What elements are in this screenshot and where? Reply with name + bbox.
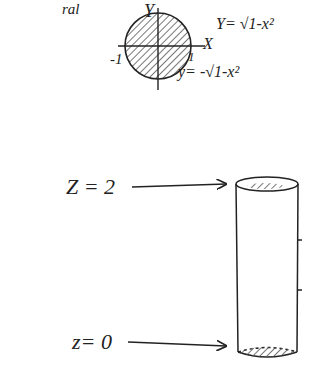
tick-value: -1 [110,52,123,67]
axis-name: X [203,36,213,52]
tick-value: 1 [188,50,195,63]
partial-heading: ral [62,2,80,17]
curve-equation: Y= √1-x² [216,16,274,32]
cylinder [236,177,302,357]
curve-equation: y= -√1-x² [178,64,239,80]
height-label: Z = 2 [66,176,115,198]
axis-name: Y [144,2,154,20]
level-arrows [128,184,226,346]
height-label: z= 0 [72,331,112,353]
